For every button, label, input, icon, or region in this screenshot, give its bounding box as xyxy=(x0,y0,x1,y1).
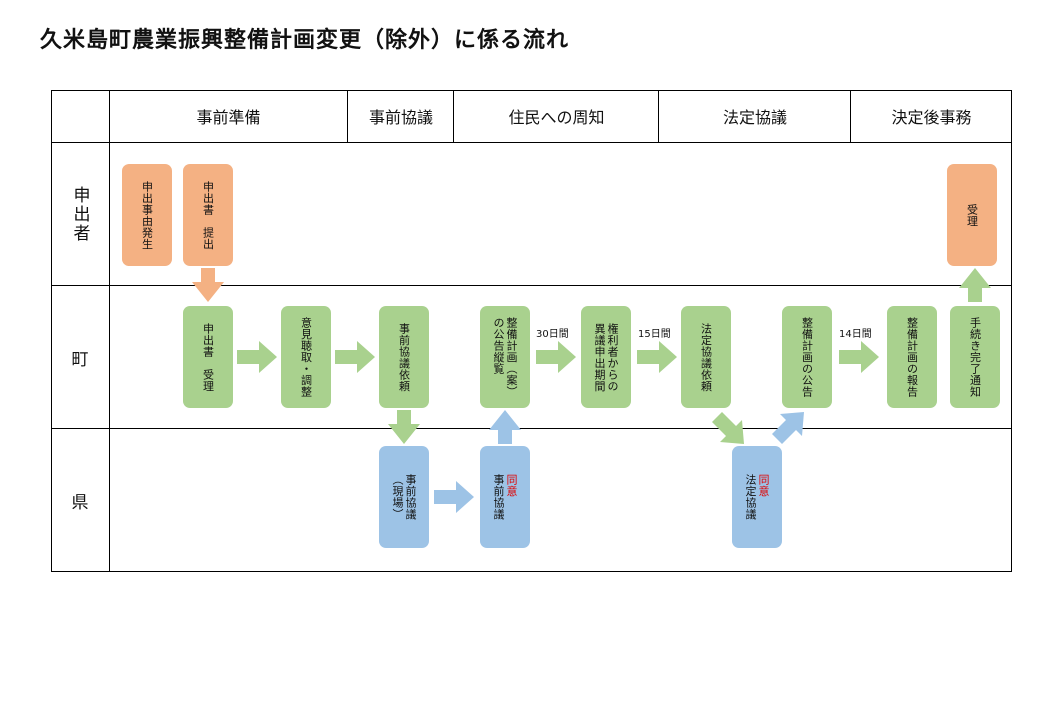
period-label: 15日間 xyxy=(638,329,671,340)
right-arrow-icon xyxy=(637,341,677,373)
grid-line xyxy=(51,285,1012,286)
agree-text: 同意 xyxy=(757,474,770,497)
step-box: 申出事由発生 xyxy=(122,164,172,266)
right-arrow-icon xyxy=(237,341,277,373)
up-arrow-icon xyxy=(959,268,991,302)
column-header: 事前協議 xyxy=(368,108,433,127)
grid-line xyxy=(51,571,1012,572)
grid-line xyxy=(51,90,1012,91)
column-header: 事前準備 xyxy=(196,108,261,127)
up-right-arrow-icon xyxy=(772,412,804,444)
grid-line xyxy=(51,428,1012,429)
step-box: 整備計画の公告 xyxy=(782,306,832,408)
down-arrow-icon xyxy=(388,410,420,444)
step-box: 同意 法定協議 xyxy=(732,446,782,548)
step-box: 事前協議依頼 xyxy=(379,306,429,408)
up-arrow-icon xyxy=(489,410,521,444)
page-title: 久米島町農業振興整備計画変更（除外）に係る流れ xyxy=(40,28,570,53)
row-header-town: 町 xyxy=(71,350,89,370)
grid-line xyxy=(453,90,454,142)
step-box: 事前協議 （現場） xyxy=(379,446,429,548)
row-header-prefecture: 県 xyxy=(71,493,89,513)
step-box: 受理 xyxy=(947,164,997,266)
grid-line xyxy=(658,90,659,142)
column-header: 住民への周知 xyxy=(508,108,605,127)
period-label: 14日間 xyxy=(839,329,872,340)
right-arrow-icon xyxy=(839,341,879,373)
right-arrow-icon xyxy=(536,341,576,373)
flow-table xyxy=(51,90,1012,572)
row-header-applicant: 申出者 xyxy=(69,186,90,243)
right-arrow-icon xyxy=(434,481,474,513)
step-box: 手続き完了通知 xyxy=(950,306,1000,408)
grid-line xyxy=(347,90,348,142)
step-box: 整備計画（案） の公告縦覧 xyxy=(480,306,530,408)
grid-line xyxy=(1011,90,1012,572)
step-box: 同意 事前協議 xyxy=(480,446,530,548)
period-label: 30日間 xyxy=(536,329,569,340)
down-arrow-icon xyxy=(192,268,224,302)
agree-text: 同意 xyxy=(505,474,518,497)
grid-line xyxy=(51,142,1012,143)
step-box: 申出書 提出 xyxy=(183,164,233,266)
step-box: 権利者からの 異議申出期間 xyxy=(581,306,631,408)
down-right-arrow-icon xyxy=(712,412,744,444)
step-box: 整備計画の報告 xyxy=(887,306,937,408)
column-header: 法定協議 xyxy=(722,108,787,127)
step-box: 法定協議依頼 xyxy=(681,306,731,408)
grid-line xyxy=(109,90,110,572)
column-header: 決定後事務 xyxy=(891,108,972,127)
grid-line xyxy=(51,90,52,572)
grid-line xyxy=(850,90,851,142)
right-arrow-icon xyxy=(335,341,375,373)
step-box: 意見聴取・調整 xyxy=(281,306,331,408)
step-box: 申出書 受理 xyxy=(183,306,233,408)
